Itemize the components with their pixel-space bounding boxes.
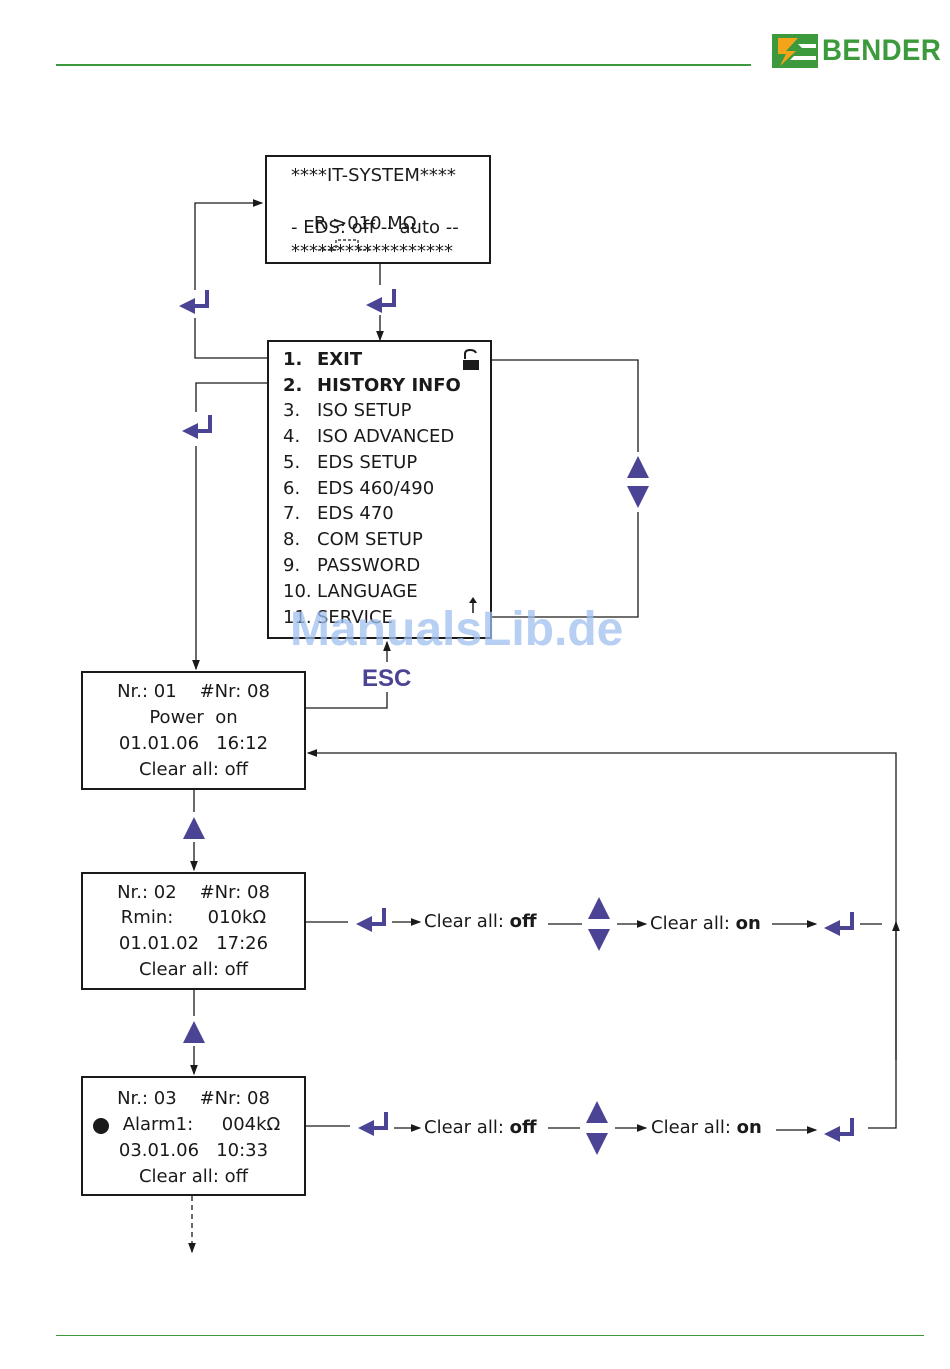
history-entry-timestamp: 01.01.06 16:12: [118, 733, 269, 754]
relay-contact-icon: [317, 239, 370, 251]
history-entry-timestamp: 01.01.02 17:26: [118, 933, 269, 954]
history-entry-clear-all: Clear all: off: [138, 1166, 249, 1187]
menu-item-iso-advanced[interactable]: 4.ISO ADVANCED: [283, 426, 455, 447]
history-entry-2: Nr.: 02 #Nr: 08 Rmin: 010kΩ 01.01.02 17:…: [81, 872, 306, 990]
down-icon: [586, 1133, 608, 1155]
unlocked-lock-icon: [463, 349, 479, 370]
up-icon: [627, 456, 649, 478]
history-entry-event: Rmin: 010kΩ: [120, 907, 267, 928]
resistance-readout: R >010 MΩ: [313, 213, 417, 234]
it-system-footer: ******************: [291, 241, 453, 262]
bender-logo: BENDER: [772, 34, 950, 68]
it-system-display: ****IT-SYSTEM**** R >010 MΩ - EDS: off -…: [265, 155, 491, 264]
menu-item-exit[interactable]: 1.EXIT: [283, 349, 363, 370]
clear-all-off-label: Clear all: off: [424, 911, 537, 932]
up-icon: [586, 1101, 608, 1123]
history-entry-timestamp: 03.01.06 10:33: [118, 1140, 269, 1161]
history-entry-number: Nr.: 02 #Nr: 08: [117, 882, 270, 903]
esc-key-label: ESC: [362, 665, 412, 692]
up-icon: [588, 897, 610, 919]
enter-icon: [177, 288, 209, 316]
menu-item-history-info[interactable]: 2.HISTORY INFO: [283, 375, 461, 396]
menu-item-eds-470[interactable]: 7.EDS 470: [283, 503, 394, 524]
footer-rule: [56, 1335, 924, 1336]
clear-all-on-label: Clear all: on: [651, 1117, 762, 1138]
main-menu: 1.EXIT 2.HISTORY INFO 3.ISO SETUP 4.ISO …: [267, 340, 492, 639]
down-icon: [588, 929, 610, 951]
watermark: ManualsLib.de: [290, 603, 624, 656]
down-icon: [627, 486, 649, 508]
alarm-dot-icon: [93, 1118, 109, 1134]
header-rule: [56, 64, 751, 66]
history-entry-1: Nr.: 01 #Nr: 08 Power on 01.01.06 16:12 …: [81, 671, 306, 790]
brand-name: BENDER: [822, 34, 942, 67]
scroll-up-icon: [469, 597, 477, 613]
enter-icon: [822, 910, 854, 938]
enter-icon: [356, 1110, 388, 1138]
history-entry-clear-all: Clear all: off: [138, 959, 249, 980]
menu-item-iso-setup[interactable]: 3.ISO SETUP: [283, 400, 412, 421]
menu-item-com-setup[interactable]: 8.COM SETUP: [283, 529, 423, 550]
menu-item-service[interactable]: 11.SERVICE: [283, 607, 393, 628]
history-entry-event: Power on: [149, 707, 238, 728]
history-entry-3: Nr.: 03 #Nr: 08 Alarm1: 004kΩ 03.01.06 1…: [81, 1076, 306, 1196]
menu-item-password[interactable]: 9.PASSWORD: [283, 555, 421, 576]
menu-item-eds-setup[interactable]: 5.EDS SETUP: [283, 452, 418, 473]
clear-all-on-label: Clear all: on: [650, 913, 761, 934]
eds-status: - EDS: off -- auto --: [291, 217, 459, 238]
enter-icon: [364, 287, 396, 315]
up-icon: [183, 817, 205, 839]
enter-icon: [354, 906, 386, 934]
clear-all-off-label: Clear all: off: [424, 1117, 537, 1138]
enter-icon: [180, 413, 212, 441]
up-icon: [183, 1021, 205, 1043]
history-entry-number: Nr.: 01 #Nr: 08: [117, 681, 270, 702]
enter-icon: [822, 1116, 854, 1144]
menu-item-eds-460-490[interactable]: 6.EDS 460/490: [283, 478, 435, 499]
it-system-title: ****IT-SYSTEM****: [291, 165, 456, 186]
history-entry-number: Nr.: 03 #Nr: 08: [117, 1088, 270, 1109]
history-entry-clear-all: Clear all: off: [138, 759, 249, 780]
history-entry-event: Alarm1: 004kΩ: [122, 1114, 281, 1135]
bender-logo-icon: [772, 34, 818, 68]
menu-item-language[interactable]: 10.LANGUAGE: [283, 581, 418, 602]
